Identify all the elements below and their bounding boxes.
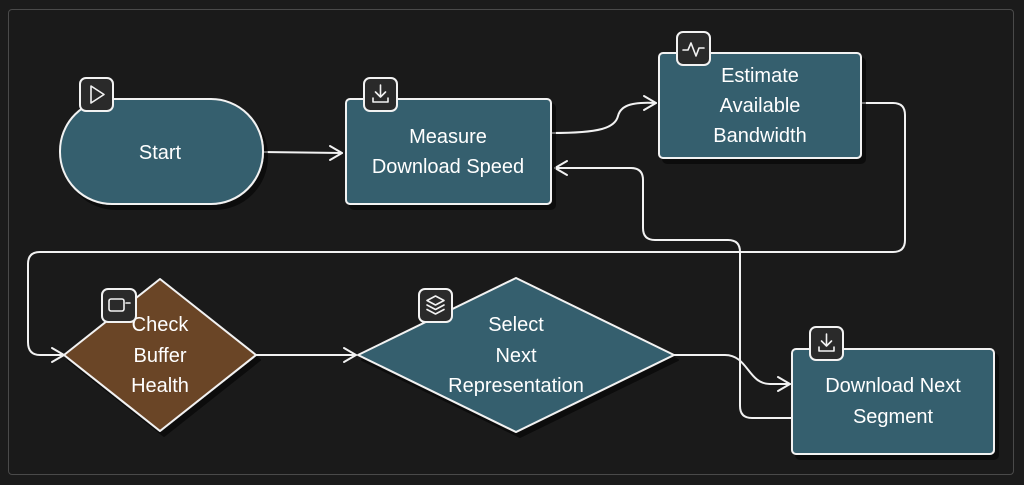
layers-icon xyxy=(418,288,453,323)
edge-measure-to-estimate-arrow xyxy=(643,95,657,111)
node-check-line-1: Check xyxy=(132,314,190,336)
edge-start-to-measure-arrow xyxy=(329,145,343,161)
edge-download-to-measure-arrow xyxy=(554,160,568,176)
edge-download-to-measure xyxy=(554,167,793,419)
node-estimate-line-3: Bandwidth xyxy=(713,125,806,147)
node-measure-shape xyxy=(345,98,552,205)
node-start[interactable]: Start xyxy=(59,77,264,205)
node-select-line-3: Representation xyxy=(448,375,584,397)
edge-select-to-download-arrow xyxy=(777,376,791,392)
edge-measure-to-estimate xyxy=(551,101,657,134)
play-icon xyxy=(79,77,114,112)
node-estimate-shape xyxy=(658,52,862,159)
edge-estimate-to-check xyxy=(27,102,906,356)
edge-check-to-select-arrow xyxy=(343,347,357,363)
pulse-icon xyxy=(676,31,711,66)
edge-select-to-download xyxy=(672,354,791,385)
node-check-buffer[interactable]: Check Buffer Health xyxy=(63,278,257,432)
node-select-line-2: Next xyxy=(495,345,537,367)
download-icon xyxy=(809,326,844,361)
edge-start-to-measure xyxy=(261,151,343,154)
node-select-line-1: Select xyxy=(488,314,544,336)
node-measure[interactable]: Measure Download Speed xyxy=(345,77,552,205)
node-download-line-2: Segment xyxy=(853,406,933,428)
node-download-line-1: Download Next xyxy=(825,375,961,397)
download-icon xyxy=(363,77,398,112)
node-start-line-1: Start xyxy=(139,142,182,164)
node-estimate-line-2: Available xyxy=(720,95,801,117)
node-download-shape xyxy=(791,348,995,455)
node-check-line-3: Health xyxy=(131,375,189,397)
node-measure-line-1: Measure xyxy=(409,126,487,148)
node-estimate-line-1: Estimate xyxy=(721,65,799,87)
node-start-shape xyxy=(59,98,264,205)
video-icon xyxy=(101,288,137,323)
node-select[interactable]: Select Next Representation xyxy=(357,277,675,433)
node-measure-line-2: Download Speed xyxy=(372,156,524,178)
edges xyxy=(27,95,906,419)
node-check-line-2: Buffer xyxy=(134,345,187,367)
node-estimate[interactable]: Estimate Available Bandwidth xyxy=(658,31,862,159)
node-download[interactable]: Download Next Segment xyxy=(791,326,995,455)
